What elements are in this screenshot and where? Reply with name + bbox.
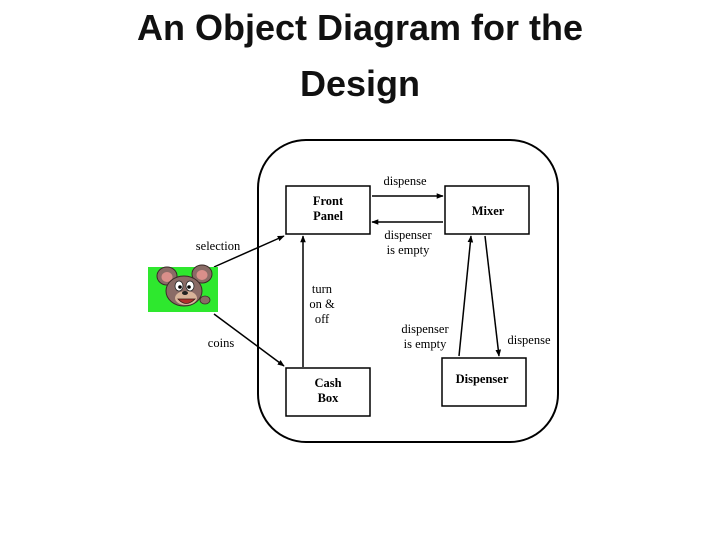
label-dispenser-empty-top-line-1: dispenser (384, 228, 432, 242)
label-selection: selection (196, 239, 241, 253)
label-dispenser-empty-bottom-line-1: dispenser (401, 322, 449, 336)
arrow-empty-dispenser-to-mixer (459, 236, 471, 356)
dispenser-label: Dispenser (456, 372, 509, 386)
label-dispenser-empty-top-line-2: is empty (387, 243, 430, 257)
label-turn-on-off-line-1: turn (312, 282, 333, 296)
mixer-label: Mixer (472, 204, 505, 218)
label-turn-on-off-line-2: on & (309, 297, 335, 311)
cash-box-object: Cash Box (286, 368, 370, 416)
label-dispense-top: dispense (383, 174, 427, 188)
label-dispenser-empty-bottom-line-2: is empty (404, 337, 447, 351)
label-turn-on-off-line-3: off (315, 312, 330, 326)
mixer-object: Mixer (445, 186, 529, 234)
cash-box-label-line-2: Box (318, 391, 340, 405)
dispenser-object: Dispenser (442, 358, 526, 406)
front-panel-label-line-1: Front (313, 194, 344, 208)
label-coins: coins (208, 336, 235, 350)
front-panel-object: Front Panel (286, 186, 370, 234)
cartoon-mouse-icon (148, 265, 218, 312)
arrow-dispense-mixer-to-dispenser (485, 236, 499, 356)
cash-box-label-line-1: Cash (314, 376, 341, 390)
front-panel-label-line-2: Panel (313, 209, 343, 223)
label-dispense-right: dispense (507, 333, 551, 347)
